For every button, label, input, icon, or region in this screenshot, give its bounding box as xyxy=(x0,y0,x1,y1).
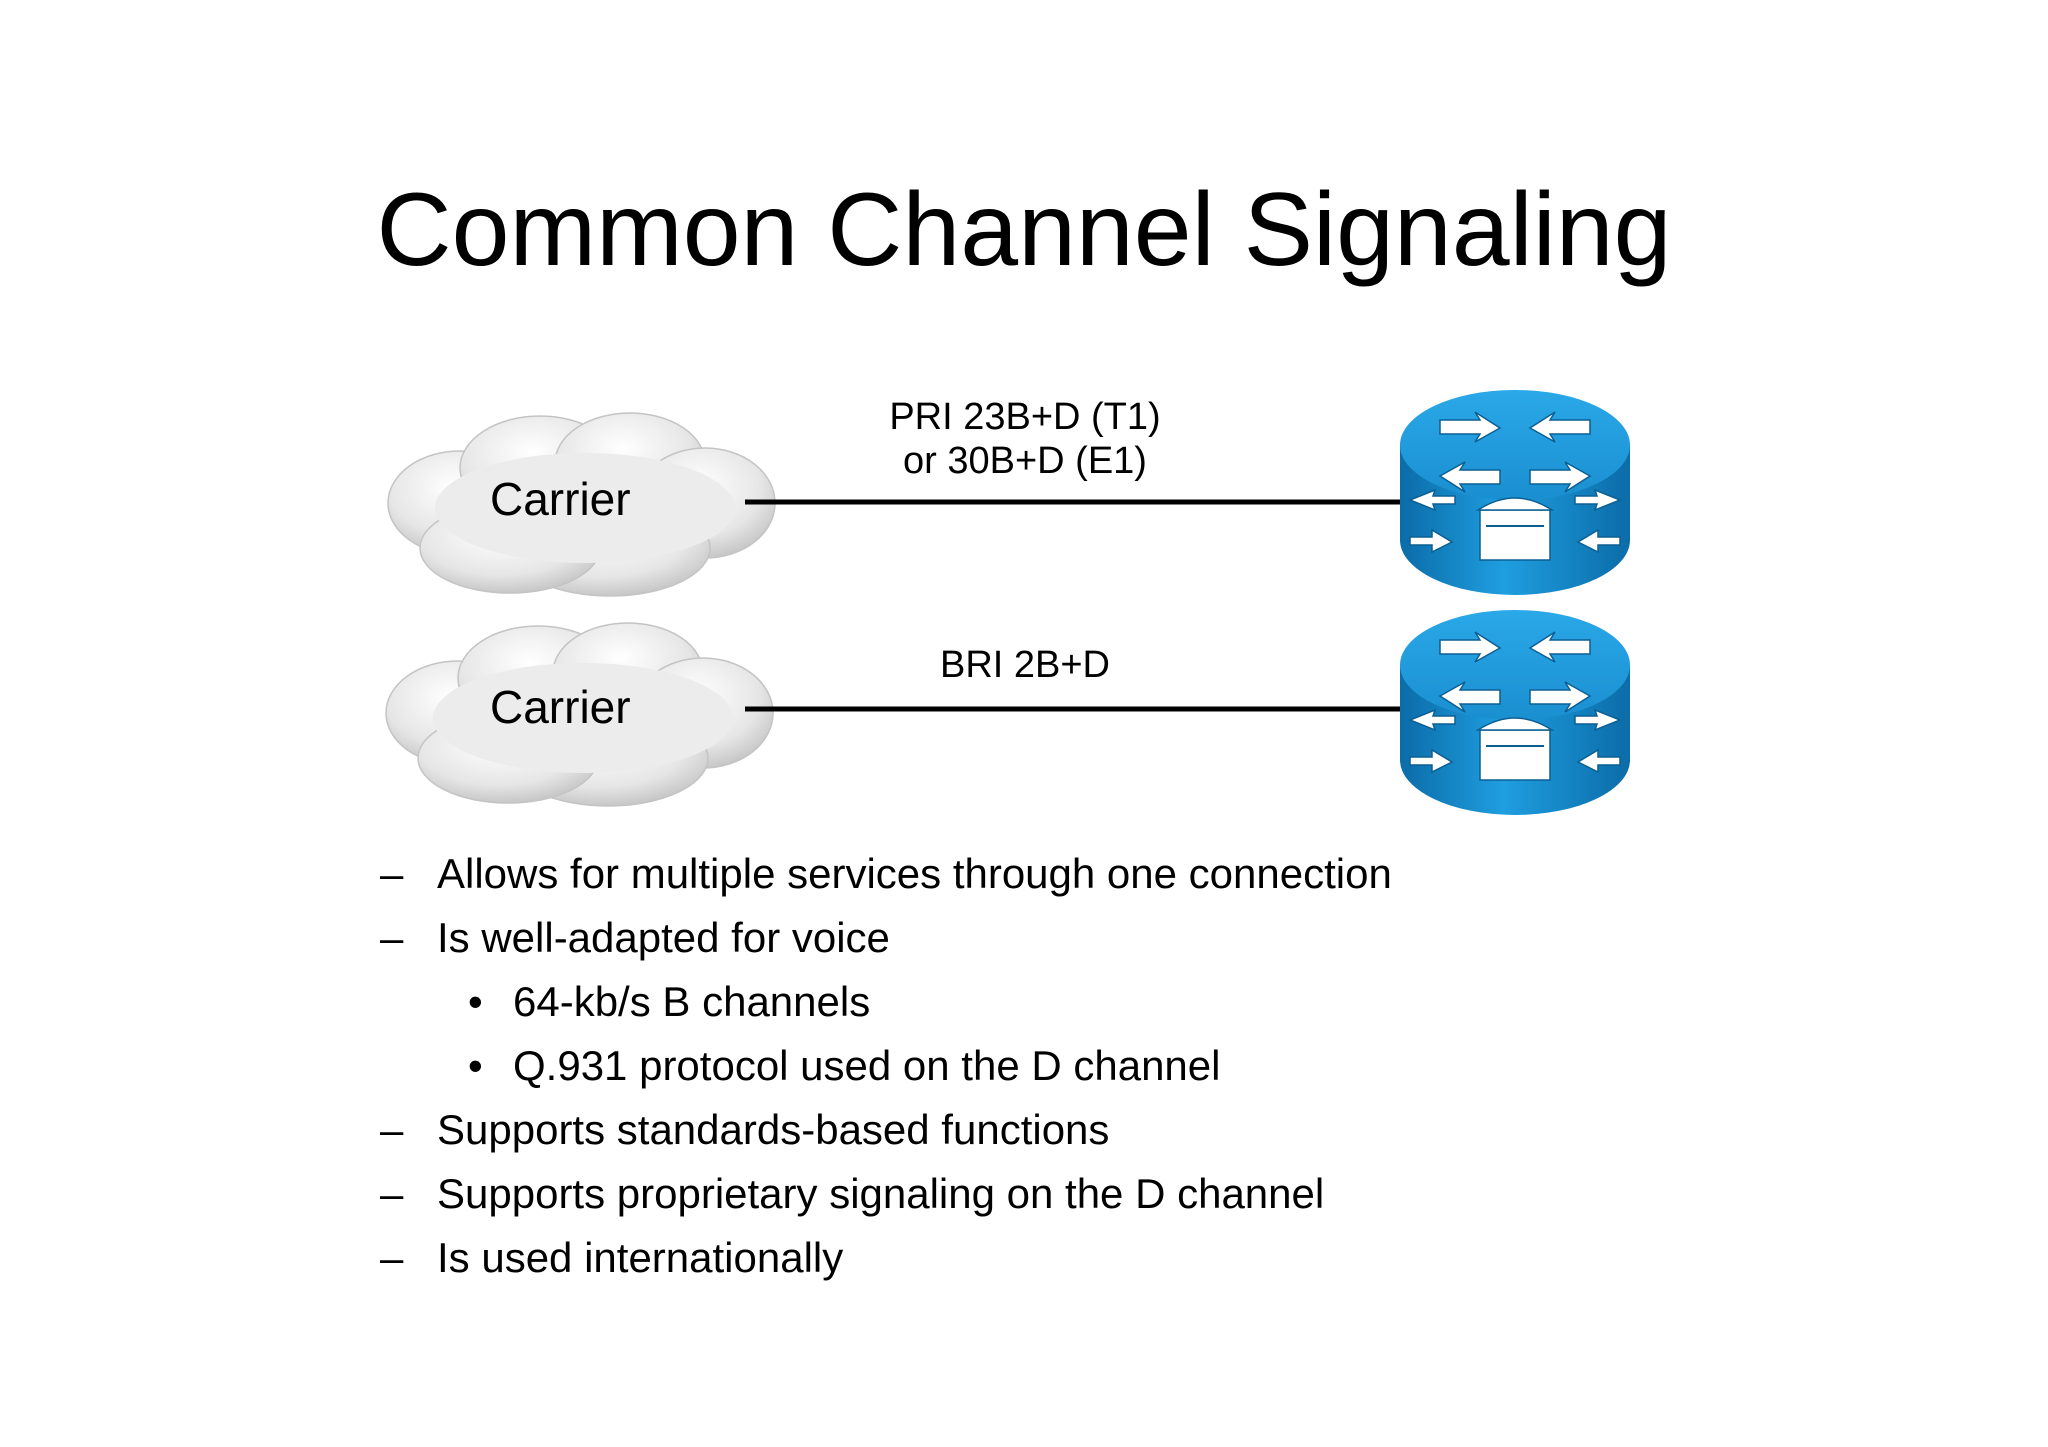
list-item: –Is used internationally xyxy=(380,1234,844,1281)
list-item: –Allows for multiple services through on… xyxy=(380,850,1392,897)
list-item: –Supports proprietary signaling on the D… xyxy=(380,1170,1325,1217)
list-item: –Is well-adapted for voice xyxy=(380,914,890,961)
list-item: •Q.931 protocol used on the D channel xyxy=(468,1042,1221,1089)
page-title: Common Channel Signaling xyxy=(376,172,1672,288)
voice-router-icon xyxy=(1399,389,1631,596)
link-label-2-line1: BRI 2B+D xyxy=(939,644,1111,686)
bullet-list: –Allows for multiple services through on… xyxy=(380,842,1392,1290)
cloud-label-2: Carrier xyxy=(490,681,631,733)
link-label-1-line1: PRI 23B+D (T1) xyxy=(889,396,1161,438)
link-label-2: BRI 2B+D xyxy=(775,643,1275,687)
list-item: •64-kb/s B channels xyxy=(468,978,871,1025)
cloud-label-1: Carrier xyxy=(490,473,631,525)
list-item: –Supports standards-based functions xyxy=(380,1106,1110,1153)
voice-router-icon xyxy=(1399,609,1631,816)
link-label-1: PRI 23B+D (T1) or 30B+D (E1) xyxy=(775,395,1275,483)
link-label-1-line2: or 30B+D (E1) xyxy=(903,440,1147,482)
